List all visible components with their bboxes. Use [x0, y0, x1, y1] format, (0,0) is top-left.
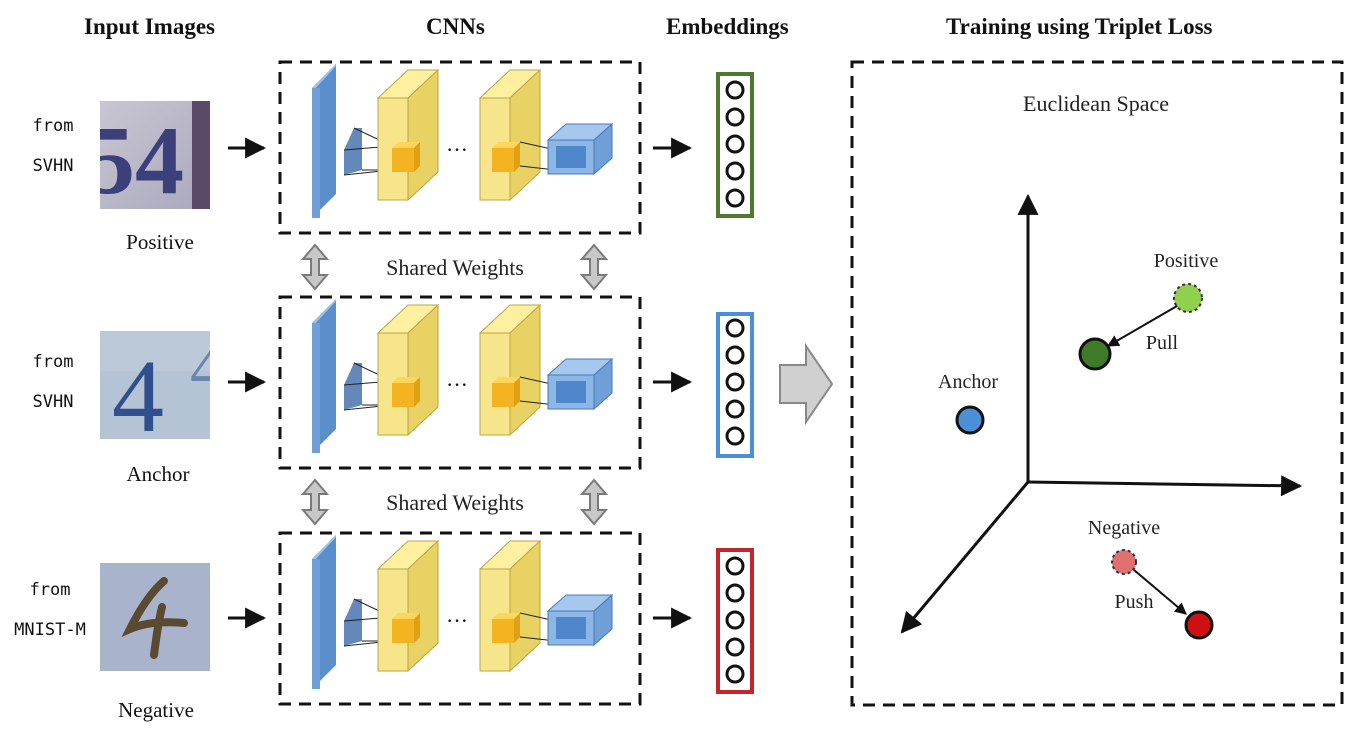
header-training: Training using Triplet Loss [946, 14, 1213, 39]
push-arrow [1133, 569, 1187, 615]
source-label-negative: from MNIST-M [8, 570, 92, 650]
euclidean-space-box [850, 60, 1344, 707]
role-anchor: Anchor [126, 462, 190, 486]
shared-weights-label-1: Shared Weights [386, 255, 524, 280]
source-line1: from [29, 580, 71, 600]
negative-label: Negative [1088, 517, 1160, 539]
header-embeddings: Embeddings [666, 14, 789, 39]
source-line2: MNIST-M [14, 620, 86, 640]
anchor-point [955, 405, 985, 435]
pull-arrow [1106, 305, 1178, 347]
shared-weights-arrow-left-1 [302, 244, 328, 290]
cnn-block-anchor: ··· [278, 295, 642, 470]
shared-weights-label-2: Shared Weights [386, 490, 524, 515]
positive-point [1078, 337, 1112, 371]
euclidean-space-title: Euclidean Space [1023, 91, 1169, 116]
axis-x [1027, 475, 1303, 497]
cnn-ellipsis: ··· [446, 137, 468, 162]
pull-label: Pull [1146, 332, 1179, 354]
embedding-negative [716, 548, 754, 694]
embedding-positive [716, 72, 754, 218]
source-label-positive: from SVHN [22, 106, 84, 186]
role-positive: Positive [126, 230, 194, 254]
big-gray-arrow [779, 342, 834, 426]
negative-ghost-point [1111, 549, 1137, 575]
role-negative: Negative [118, 698, 194, 722]
source-line1: from [32, 116, 74, 136]
anchor-digit: 4 [112, 339, 164, 439]
cnn-block-positive: ··· [278, 60, 642, 235]
push-label: Push [1115, 591, 1154, 613]
axis-z [900, 481, 1030, 634]
cnn-block-negative: ··· [278, 531, 642, 706]
positive-ghost-point [1173, 283, 1203, 313]
source-line2: SVHN [32, 156, 74, 176]
positive-image: 54 [100, 101, 210, 209]
header-cnns: CNNs [426, 14, 485, 39]
shared-weights-arrow-left-2 [302, 479, 328, 525]
shared-weights-arrow-right-2 [581, 479, 607, 525]
cnn-ellipsis: ··· [446, 608, 468, 633]
positive-digit: 54 [100, 107, 184, 209]
negative-image: 4 [100, 563, 210, 671]
cnn-ellipsis: ··· [446, 372, 468, 397]
embedding-anchor [716, 312, 754, 458]
source-line1: from [32, 352, 74, 372]
positive-label: Positive [1154, 250, 1219, 272]
source-line2: SVHN [32, 392, 74, 412]
svg-text:4: 4 [190, 331, 210, 407]
header-input-images: Input Images [84, 14, 216, 39]
anchor-image: 4 4 [100, 331, 210, 439]
source-label-anchor: from SVHN [22, 342, 84, 422]
negative-point [1184, 610, 1214, 640]
shared-weights-arrow-right-1 [581, 244, 607, 290]
anchor-label: Anchor [938, 371, 998, 393]
